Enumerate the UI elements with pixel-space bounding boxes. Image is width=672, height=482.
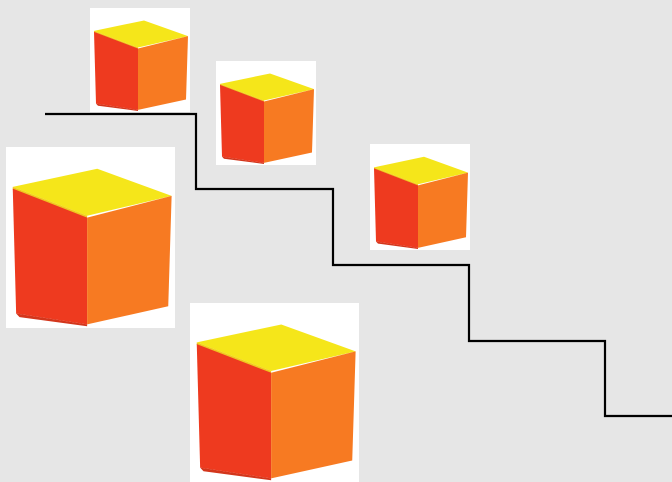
cube-small-1 [90,8,190,112]
cube-small-2 [216,61,316,165]
cube-large-2 [190,303,359,482]
cube-small-3 [370,144,470,250]
cube-large-1 [6,147,175,328]
